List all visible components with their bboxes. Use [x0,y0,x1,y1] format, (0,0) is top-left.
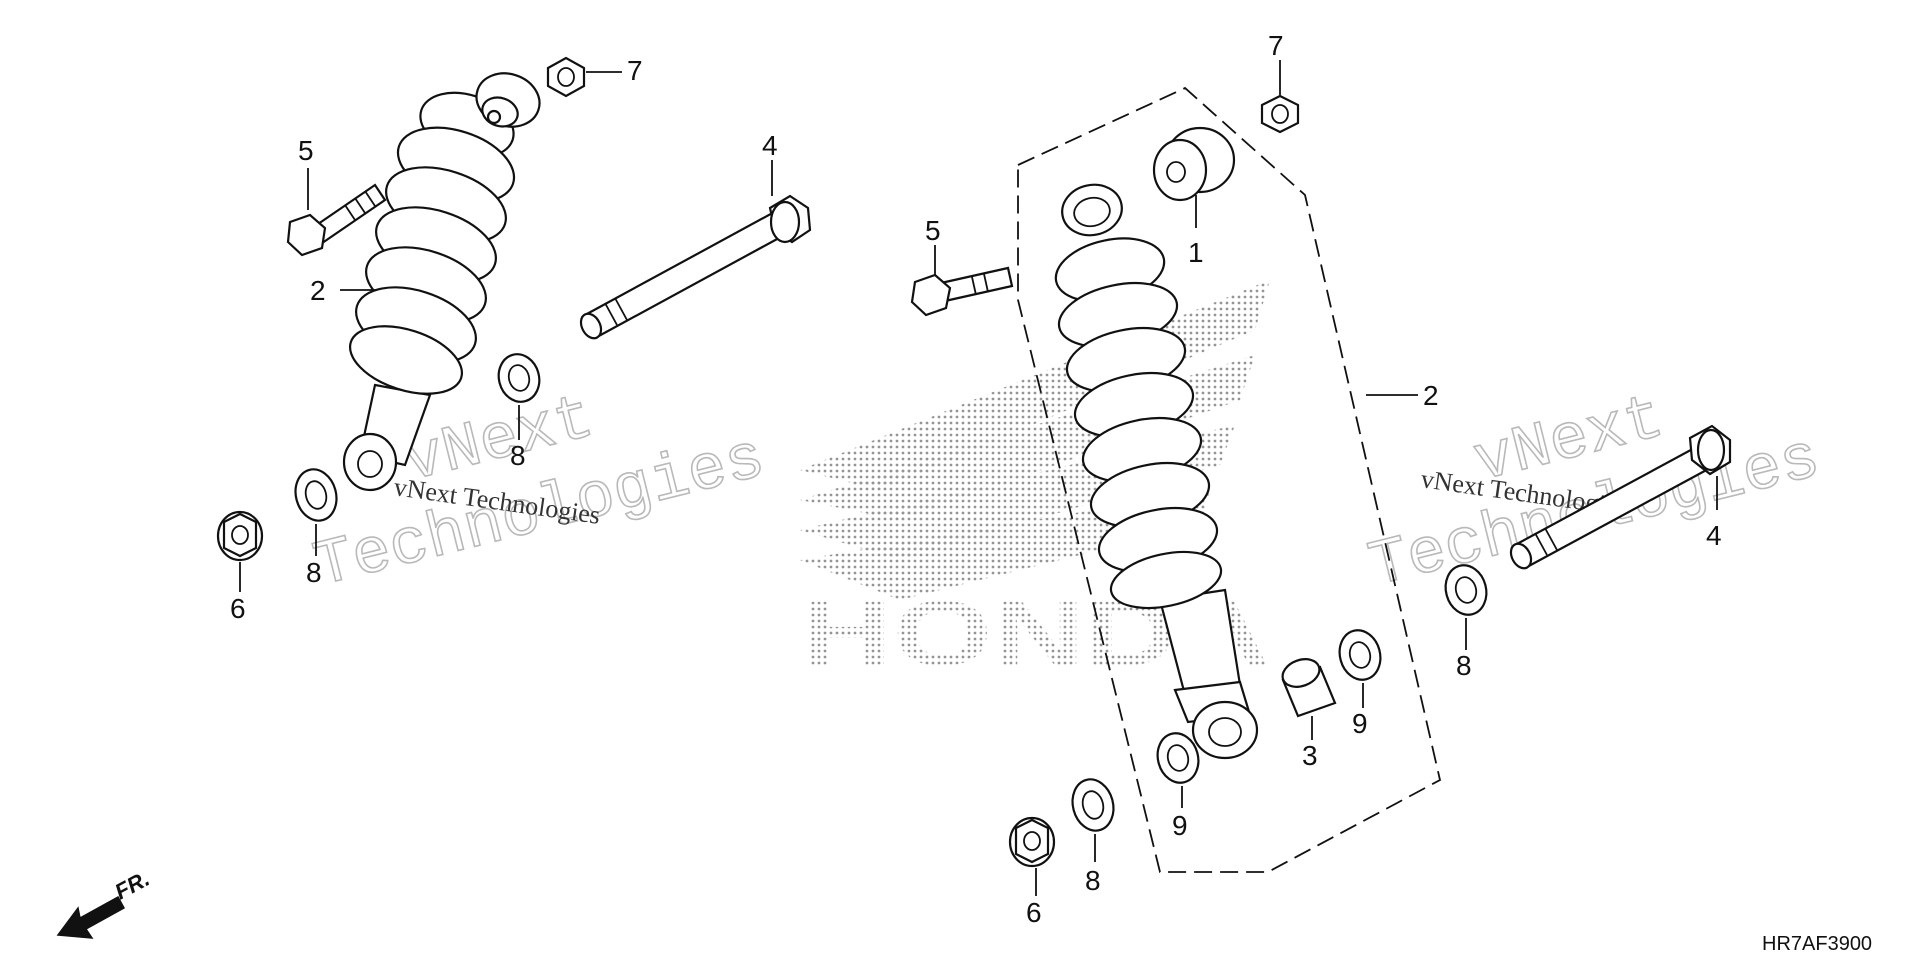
left-flange-nut-6[interactable] [216,510,264,562]
left-washer-8b[interactable] [290,465,342,526]
callout-left-7: 7 [627,55,643,86]
right-flange-nut-6[interactable] [1008,816,1056,868]
callout-left-8a: 8 [510,440,526,471]
right-shock-absorber[interactable] [1050,179,1259,760]
callout-right-9b: 9 [1172,810,1188,841]
callout-right-2: 2 [1423,380,1439,411]
callout-left-5: 5 [298,135,314,166]
right-bolt-5[interactable] [910,266,1014,317]
right-washer-9a[interactable] [1334,626,1386,685]
callout-right-1: 1 [1188,237,1204,268]
right-bushing-1[interactable] [1152,126,1236,202]
left-nut-7[interactable] [546,56,586,98]
callout-right-8b: 8 [1085,865,1101,896]
left-callouts: 5 2 7 4 8 8 6 [230,55,778,624]
callout-left-8b: 8 [306,557,322,588]
callout-left-4: 4 [762,130,778,161]
callout-right-8a: 8 [1456,650,1472,681]
right-spring [1054,237,1223,610]
right-assembly-dashed-outline [1017,86,1442,873]
callout-left-6: 6 [230,593,246,624]
right-callouts: 7 1 5 2 4 8 3 9 9 8 6 [925,30,1722,928]
right-leader-lines [934,60,1718,896]
right-long-bolt-4[interactable] [1507,424,1732,572]
right-washer-9b[interactable] [1152,729,1204,788]
left-leader-lines [239,71,773,592]
left-washer-8a[interactable] [493,350,544,407]
right-washer-8a[interactable] [1440,561,1492,620]
right-washer-8b[interactable] [1067,775,1119,836]
front-arrow-icon [56,895,126,939]
callout-right-3: 3 [1302,740,1318,771]
callout-right-4: 4 [1706,520,1722,551]
diagram-code: HR7AF3900 [1762,933,1872,955]
right-collar-3[interactable] [1279,654,1337,718]
callout-left-2: 2 [310,275,326,306]
front-direction-indicator: FR. [56,866,154,939]
left-shock-absorber[interactable] [342,65,547,492]
watermark-right: vNext Technologies vNext Technologies [1362,382,1828,605]
left-bolt-5[interactable] [286,183,387,257]
left-spring [348,91,516,395]
left-long-bolt-4[interactable] [577,194,812,342]
callout-right-5: 5 [925,215,941,246]
callout-right-6: 6 [1026,897,1042,928]
callout-right-7: 7 [1268,30,1284,61]
right-nut-7[interactable] [1260,94,1300,134]
callout-right-9a: 9 [1352,708,1368,739]
